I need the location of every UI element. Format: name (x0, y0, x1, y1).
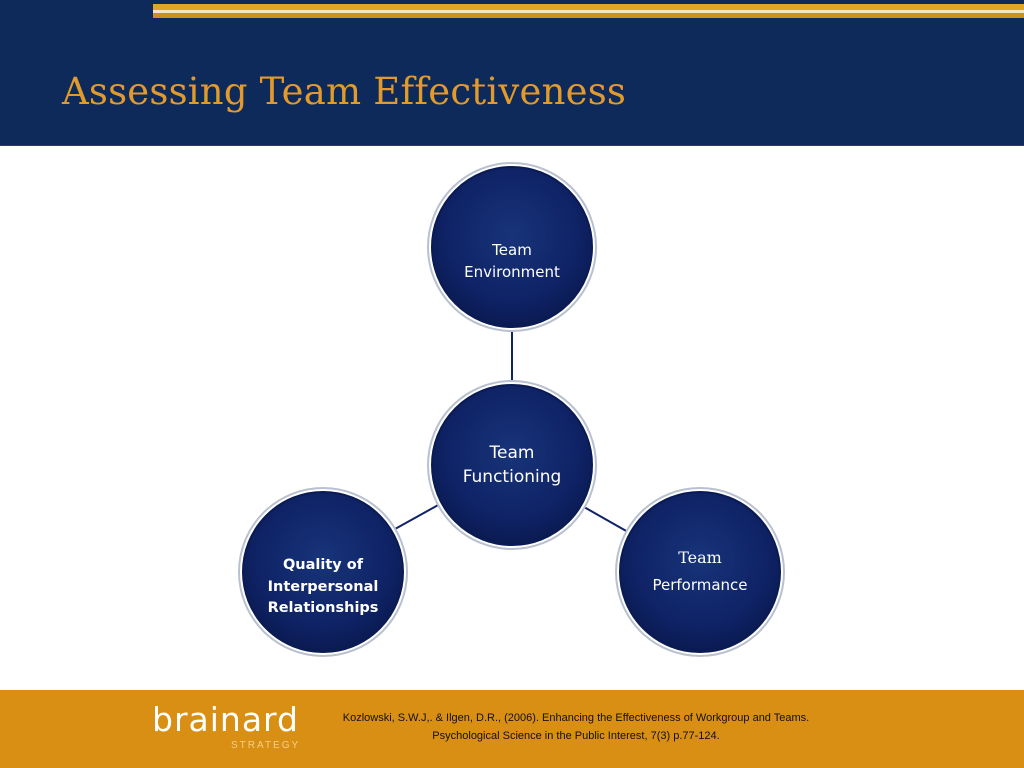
node-label-team-functioning: Team Functioning (432, 441, 592, 489)
citation-line: Kozlowski, S.W.J,. & Ilgen, D.R., (2006)… (342, 712, 810, 724)
node-label-line: Team (492, 241, 532, 259)
citation: Kozlowski, S.W.J,. & Ilgen, D.R., (2006)… (300, 709, 852, 745)
node-label-quality-of-interpersonal-relationships: Quality of Interpersonal Relationships (243, 555, 403, 620)
node-team-functioning (427, 380, 597, 550)
node-label-line: Interpersonal (267, 578, 379, 595)
citation-line: Psychological Science in the Public Inte… (432, 730, 720, 742)
node-label-line: Team (678, 548, 722, 567)
node-team-environment (427, 162, 597, 332)
node-label-line: Quality of (282, 557, 364, 573)
slide-header: Assessing Team Effectiveness (0, 0, 1024, 146)
node-label-line: Functioning (462, 467, 562, 487)
slide-footer (0, 690, 1024, 768)
node-label-line: Performance (652, 576, 748, 594)
node-quality-of-interpersonal-relationships (238, 487, 408, 657)
connector-left (394, 503, 441, 530)
node-label-line: Environment (464, 263, 560, 281)
node-label-line: Relationships (267, 600, 379, 616)
connector-right (583, 506, 629, 533)
slide-title: Assessing Team Effectiveness (62, 70, 627, 113)
brand-logo-subtitle: STRATEGY (231, 740, 301, 751)
header-gold-stripe (153, 4, 1024, 10)
node-team-performance (615, 487, 785, 657)
brand-logo: brainard (152, 700, 299, 739)
header-dark-gold-stripe (153, 13, 1024, 18)
node-label-team-performance: Team Performance (620, 546, 780, 600)
header-cream-stripe (153, 10, 1024, 13)
team-effectiveness-diagram: Team Environment Team Functioning Qualit… (0, 146, 1024, 690)
node-label-line: Team (489, 443, 535, 463)
diagram-canvas (238, 162, 785, 657)
node-label-team-environment: Team Environment (432, 239, 592, 283)
